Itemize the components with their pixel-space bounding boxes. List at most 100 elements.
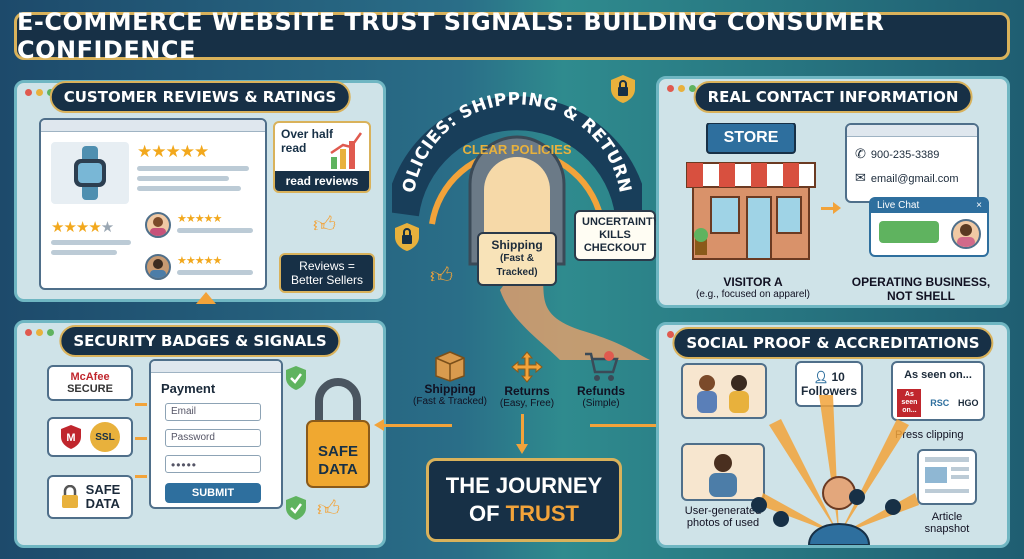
followers-count-row: 👤︎ 10 bbox=[813, 370, 845, 384]
padlock-safe-data: SAFE DATA bbox=[305, 373, 371, 491]
connector-right bbox=[590, 424, 660, 427]
user-avatar-icon bbox=[849, 489, 865, 505]
contact-panel: REAL CONTACT INFORMATION STORE ✆ 900-235… bbox=[656, 76, 1010, 308]
live-chat-window[interactable]: Live Chat × bbox=[869, 197, 989, 257]
press-logo: RSC bbox=[930, 398, 950, 408]
agent-avatar bbox=[951, 219, 981, 249]
live-chat-title-bar: Live Chat × bbox=[871, 199, 987, 213]
connector-left bbox=[382, 424, 452, 427]
review-stars-2: ★★★★★ bbox=[177, 254, 222, 267]
phone-row: ✆ 900-235-3389 bbox=[855, 147, 939, 162]
submit-button[interactable]: SUBMIT bbox=[165, 483, 261, 503]
callout-bottom-text: read reviews bbox=[275, 171, 369, 191]
ssl-text: SSL bbox=[95, 431, 115, 443]
person-rays bbox=[759, 395, 919, 545]
reviews-heading: CUSTOMER REVIEWS & RATINGS bbox=[49, 81, 351, 113]
live-chat-title: Live Chat bbox=[877, 200, 920, 211]
shipping-tag-line1: Shipping bbox=[491, 238, 543, 252]
user-avatar-icon bbox=[773, 511, 789, 527]
reviewer-avatar bbox=[145, 254, 171, 280]
payment-form: Payment Email Password ••••• SUBMIT bbox=[149, 359, 283, 509]
visitor-line2: (e.g., focused on apparel) bbox=[696, 289, 810, 300]
press-logo: As seen on... bbox=[897, 389, 922, 417]
email-address[interactable]: email@gmail.com bbox=[870, 172, 959, 185]
page-title: E-COMMERCE WEBSITE TRUST SIGNALS: BUILDI… bbox=[14, 8, 1010, 64]
cart-icon bbox=[585, 351, 619, 381]
check-shield-icon bbox=[285, 495, 307, 521]
policy-item-shipping: Shipping (Fast & Tracked) bbox=[412, 350, 488, 407]
as-seen-on-card: As seen on... As seen on... RSC HGO bbox=[891, 361, 985, 421]
article-line1: Article bbox=[931, 511, 963, 523]
reviews-better-sellers-callout: Reviews = Better Sellers bbox=[279, 253, 375, 293]
lock-icon bbox=[610, 74, 636, 104]
ugc-line2: photos of used bbox=[686, 517, 760, 529]
arrow-right bbox=[135, 403, 147, 406]
safe-line1: SAFE bbox=[85, 482, 121, 497]
journey-of-trust-box: THE JOURNEY OF TRUST bbox=[426, 458, 622, 542]
lock-icon bbox=[394, 222, 420, 252]
mcafee-line2: SECURE bbox=[67, 383, 113, 395]
security-heading: SECURITY BADGES & SIGNALS bbox=[59, 325, 341, 357]
journey-line2: OF TRUST bbox=[429, 500, 619, 528]
padlock-line2: DATA bbox=[318, 461, 358, 478]
contact-card: ✆ 900-235-3389 ✉ email@gmail.com bbox=[845, 123, 979, 203]
ugc-line1: User-generated bbox=[684, 505, 762, 517]
mcafee-line1: McAfee bbox=[70, 371, 110, 383]
watch-icon bbox=[51, 142, 129, 204]
policy-item-returns: Returns (Easy, Free) bbox=[492, 350, 562, 409]
callout-top-text: Over half read bbox=[281, 127, 334, 155]
move-arrows-icon bbox=[511, 351, 543, 383]
arrow-down-head bbox=[516, 444, 528, 454]
chat-bubble bbox=[879, 221, 939, 243]
svg-text:M: M bbox=[66, 432, 75, 444]
payment-title: Payment bbox=[161, 381, 216, 396]
social-heading: SOCIAL PROOF & ACCREDITATIONS bbox=[672, 327, 994, 359]
window-dots bbox=[667, 85, 696, 92]
phone-number[interactable]: 900-235-3389 bbox=[870, 148, 940, 161]
arrow-left bbox=[374, 419, 384, 431]
operating-line2: NOT SHELL bbox=[887, 289, 955, 303]
ugc-photo-card bbox=[681, 363, 767, 419]
as-seen-on-title: As seen on... bbox=[904, 369, 972, 381]
ssl-seal: SSL bbox=[90, 422, 120, 452]
mail-icon: ✉ bbox=[855, 171, 866, 186]
policy-label: Returns bbox=[504, 384, 550, 398]
press-clipping-label: Press clipping bbox=[895, 429, 964, 441]
email-field[interactable]: Email bbox=[165, 403, 261, 421]
policy-item-refunds: Refunds (Simple) bbox=[566, 350, 636, 409]
arrow-down bbox=[521, 414, 524, 448]
reviewer-avatar bbox=[145, 212, 171, 238]
thumbs-up-icon: 👍︎ bbox=[317, 497, 340, 522]
user-avatar-icon bbox=[751, 497, 767, 513]
close-icon[interactable]: × bbox=[976, 200, 982, 211]
rating-stars: ★★★★★ bbox=[51, 218, 114, 236]
policy-label: Shipping bbox=[424, 382, 476, 396]
operating-business-label: OPERATING BUSINESS, NOT SHELL bbox=[843, 275, 999, 303]
review-stars-1: ★★★★★ bbox=[177, 212, 222, 225]
ugc-photo-card bbox=[681, 443, 765, 501]
policy-label: Refunds bbox=[577, 384, 625, 398]
followers-count: 10 bbox=[831, 370, 845, 384]
password-dots-field[interactable]: ••••• bbox=[165, 455, 261, 473]
security-panel: SECURITY BADGES & SIGNALS McAfee SECURE … bbox=[14, 320, 386, 548]
storefront-icon: STORE bbox=[681, 123, 821, 263]
password-field[interactable]: Password bbox=[165, 429, 261, 447]
article-label: Article snapshot bbox=[907, 511, 987, 535]
reviews-panel: CUSTOMER REVIEWS & RATINGS ★★★★★ ★★★★★ ★… bbox=[14, 80, 386, 302]
arrow-right bbox=[821, 207, 835, 210]
article-snapshot-card bbox=[917, 449, 977, 505]
phone-icon: ✆ bbox=[855, 147, 866, 162]
policy-sub: (Simple) bbox=[582, 398, 620, 409]
social-proof-panel: SOCIAL PROOF & ACCREDITATIONS 👤︎ 10 Foll… bbox=[656, 322, 1010, 548]
user-avatar-icon bbox=[885, 499, 901, 515]
policy-sub: (Easy, Free) bbox=[499, 398, 555, 409]
journey-line1: THE JOURNEY bbox=[445, 473, 603, 498]
journey-trust: TRUST bbox=[505, 501, 579, 526]
contact-heading: REAL CONTACT INFORMATION bbox=[693, 81, 973, 113]
padlock-line1: SAFE bbox=[317, 443, 358, 460]
check-shield-icon bbox=[285, 365, 307, 391]
press-logos: As seen on... RSC HGO bbox=[893, 389, 983, 417]
press-logo: HGO bbox=[958, 398, 979, 408]
email-row: ✉ email@gmail.com bbox=[855, 171, 958, 186]
clear-policies-label: CLEAR POLICIES bbox=[462, 142, 572, 157]
